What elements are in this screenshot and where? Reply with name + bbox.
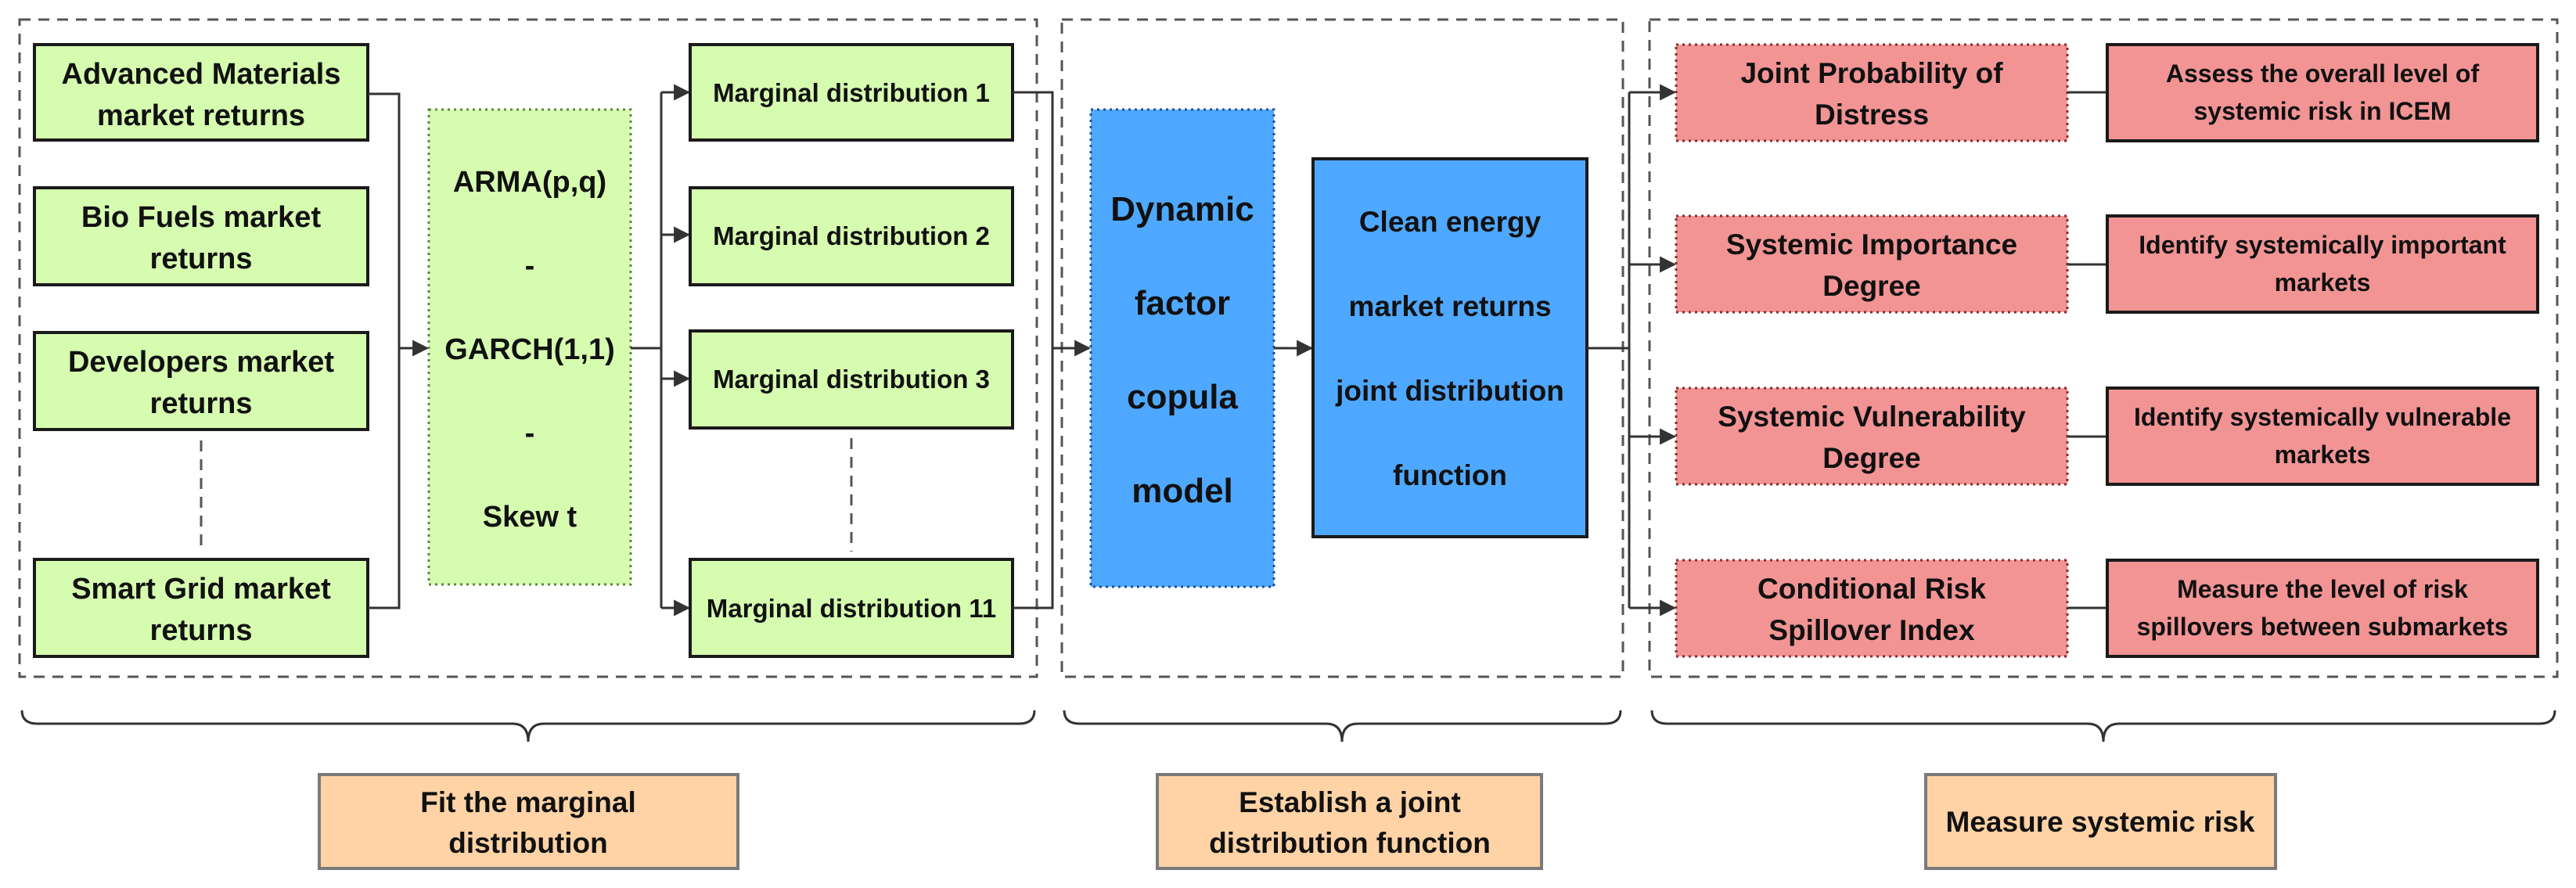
purpose-box-2: Identify systemically important markets <box>2106 214 2539 314</box>
svg-text:returns: returns <box>150 243 253 275</box>
input-box-bio-fuels: Bio Fuels market returns <box>33 186 369 286</box>
svg-text:Conditional Risk: Conditional Risk <box>1758 573 1986 605</box>
brace-stage3 <box>1650 710 2556 742</box>
svg-text:Joint Probability of: Joint Probability of <box>1740 57 2003 89</box>
svg-text:model: model <box>1131 472 1233 510</box>
svg-text:market returns: market returns <box>97 99 305 132</box>
copula-model-box: Dynamic factor copula model <box>1089 108 1275 588</box>
purpose-box-1: Assess the overall level of systemic ris… <box>2106 43 2539 142</box>
arma-garch-model-box: ARMA(p,q) - GARCH(1,1) - Skew t <box>427 108 632 586</box>
svg-text:Establish a joint: Establish a joint <box>1239 786 1461 818</box>
marginal-box-3: Marginal distribution 3 <box>689 329 1014 430</box>
stage-label-joint-distribution: Establish a joint distribution function <box>1156 773 1543 870</box>
svg-text:Systemic Importance: Systemic Importance <box>1726 228 2017 261</box>
svg-text:Marginal distribution 2: Marginal distribution 2 <box>713 221 990 250</box>
svg-text:Marginal distribution 3: Marginal distribution 3 <box>713 365 990 394</box>
svg-text:markets: markets <box>2275 268 2371 297</box>
input-box-smart-grid: Smart Grid market returns <box>33 558 369 658</box>
svg-text:Assess the overall level of: Assess the overall level of <box>2166 59 2480 88</box>
measure-box-crsi: Conditional Risk Spillover Index <box>1675 559 2069 658</box>
brace-stage1 <box>20 710 1036 742</box>
svg-text:Distress: Distress <box>1815 99 1929 131</box>
svg-text:Degree: Degree <box>1822 270 1920 302</box>
svg-text:Measure systemic risk: Measure systemic risk <box>1946 806 2255 838</box>
svg-text:Skew t: Skew t <box>483 501 577 534</box>
svg-text:Measure the level of risk: Measure the level of risk <box>2177 575 2468 603</box>
svg-text:Identify systemically importan: Identify systemically important <box>2139 231 2506 259</box>
svg-text:Marginal distribution 11: Marginal distribution 11 <box>707 594 996 623</box>
joint-distribution-box: Clean energy market returns joint distri… <box>1311 157 1588 538</box>
svg-text:factor: factor <box>1135 284 1230 322</box>
svg-text:ARMA(p,q): ARMA(p,q) <box>453 166 606 199</box>
svg-text:Advanced Materials: Advanced Materials <box>62 58 341 91</box>
joint-to-measures-connector <box>1587 84 1677 617</box>
panel-marginal <box>18 18 1038 678</box>
svg-text:Systemic Vulnerability: Systemic Vulnerability <box>1718 401 2026 433</box>
marginal-box-11: Marginal distribution 11 <box>689 558 1014 658</box>
model-to-marginals-connector <box>631 84 691 617</box>
svg-text:distribution: distribution <box>448 827 607 859</box>
panel-systemic <box>1648 18 2559 678</box>
input-box-developers: Developers market returns <box>33 331 369 431</box>
stage-label-fit-marginal: Fit the marginal distribution <box>318 773 739 870</box>
svg-text:markets: markets <box>2275 440 2371 469</box>
svg-text:copula: copula <box>1127 378 1238 416</box>
measure-to-purpose-lines <box>2067 91 2107 609</box>
svg-text:-: - <box>525 250 535 282</box>
stage-label-systemic-risk: Measure systemic risk <box>1924 773 2277 870</box>
inputs-connector <box>368 92 430 609</box>
svg-text:-: - <box>525 417 535 450</box>
svg-text:Smart Grid market: Smart Grid market <box>71 573 331 606</box>
svg-text:Dynamic: Dynamic <box>1110 190 1254 228</box>
measure-box-jpod: Joint Probability of Distress <box>1675 43 2069 142</box>
purpose-box-3: Identify systemically vulnerable markets <box>2106 386 2539 486</box>
svg-text:Degree: Degree <box>1822 442 1920 474</box>
svg-text:distribution function: distribution function <box>1209 827 1491 859</box>
svg-text:returns: returns <box>150 614 253 647</box>
svg-text:systemic risk in ICEM: systemic risk in ICEM <box>2193 97 2451 125</box>
svg-text:returns: returns <box>150 387 253 420</box>
marginals-to-copula-connector <box>1013 91 1092 609</box>
svg-text:Bio Fuels market: Bio Fuels market <box>81 201 322 234</box>
svg-text:Clean energy: Clean energy <box>1359 206 1542 238</box>
svg-text:Identify systemically vulnerab: Identify systemically vulnerable <box>2134 403 2511 431</box>
measure-box-svd: Systemic Vulnerability Degree <box>1675 386 2069 486</box>
svg-text:Fit the marginal: Fit the marginal <box>420 786 635 818</box>
svg-text:GARCH(1,1): GARCH(1,1) <box>444 333 614 366</box>
svg-text:Marginal distribution 1: Marginal distribution 1 <box>713 78 990 107</box>
input-box-advanced-materials: Advanced Materials market returns <box>33 43 369 142</box>
svg-text:market returns: market returns <box>1348 290 1551 322</box>
marginal-box-1: Marginal distribution 1 <box>689 43 1014 142</box>
purpose-box-4: Measure the level of risk spillovers bet… <box>2106 559 2539 658</box>
measure-box-sid: Systemic Importance Degree <box>1675 214 2069 314</box>
svg-text:function: function <box>1393 459 1507 491</box>
svg-text:Spillover Index: Spillover Index <box>1768 614 1975 646</box>
svg-text:joint distribution: joint distribution <box>1335 375 1564 407</box>
svg-text:Developers market: Developers market <box>68 346 334 379</box>
brace-stage2 <box>1063 710 1622 742</box>
svg-text:spillovers between submarkets: spillovers between submarkets <box>2137 613 2509 641</box>
marginal-box-2: Marginal distribution 2 <box>689 186 1014 286</box>
